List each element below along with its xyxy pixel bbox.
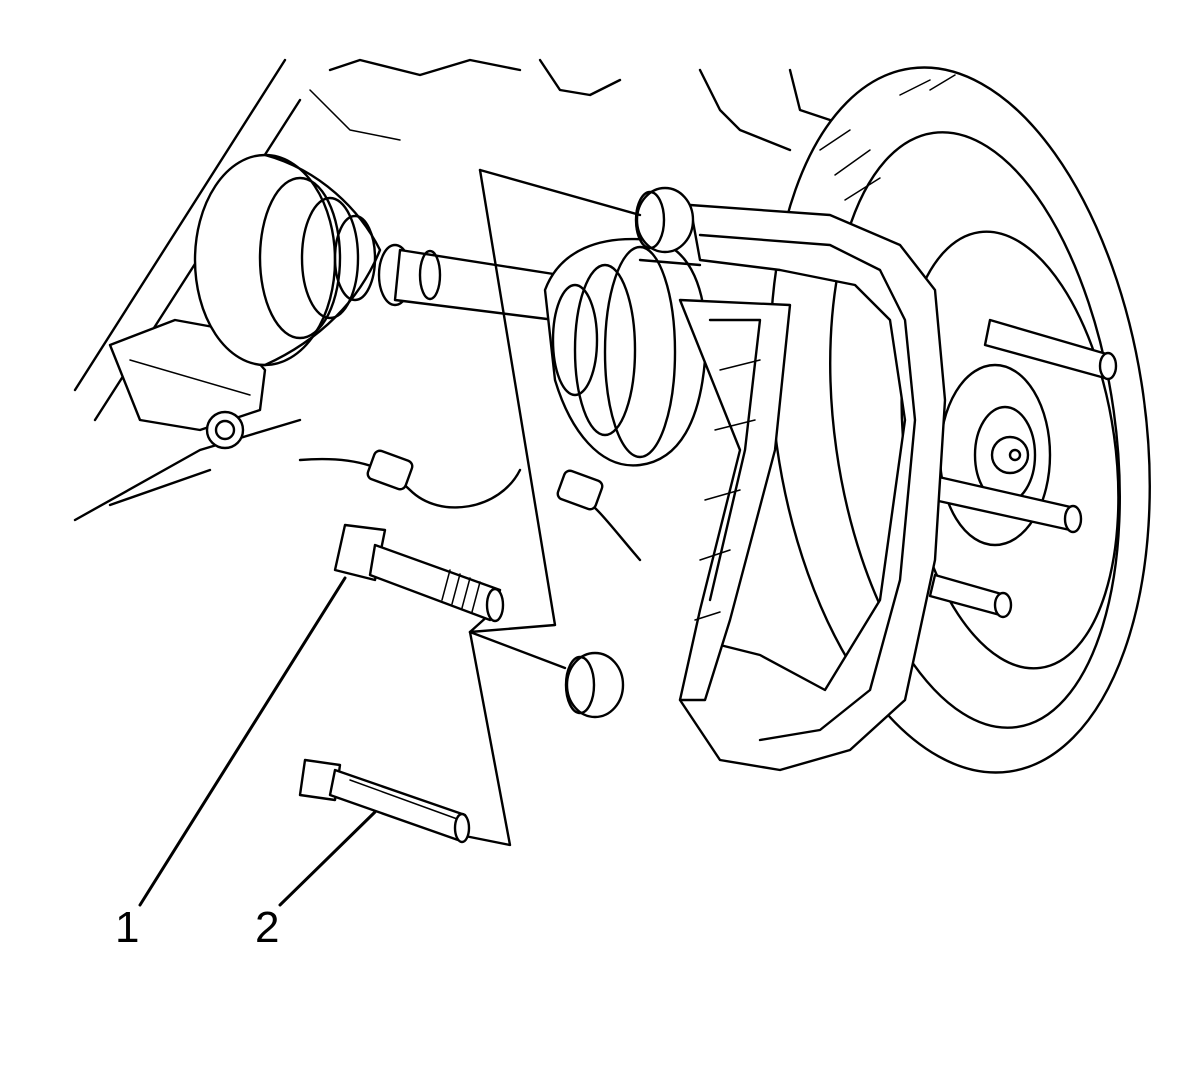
callout-leaders (138, 576, 377, 907)
lower-bushing (564, 651, 625, 719)
guide-pin-2 (298, 758, 471, 844)
inner-cv-boot (193, 153, 413, 367)
axle-shaft (393, 248, 562, 322)
wheel-stud (928, 573, 1013, 619)
outer-cv-boot (543, 237, 707, 467)
brake-hose (298, 449, 642, 562)
upper-bushing (634, 186, 695, 254)
leader-line-2 (278, 810, 377, 907)
guide-pin-1 (333, 523, 505, 623)
callout-label-2: 2 (255, 903, 280, 952)
callout-label-1: 1 (115, 903, 140, 952)
wheel-stud (983, 318, 1118, 381)
brake-pads (678, 298, 792, 702)
leader-line-1 (138, 576, 347, 907)
wheel-hub (923, 318, 1118, 619)
